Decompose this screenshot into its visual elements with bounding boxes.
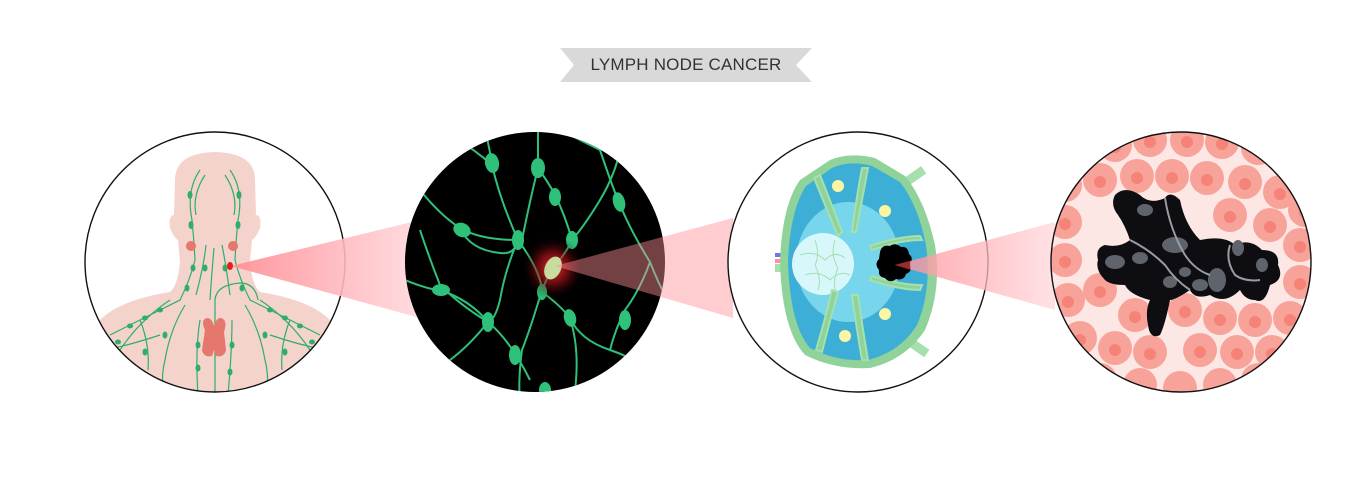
- affected-node-marker: [227, 262, 233, 270]
- network-panel: [405, 132, 665, 392]
- cells-panel: [1050, 131, 1312, 393]
- zoom-beam-2: [555, 218, 733, 318]
- banner-ribbon-shape: [560, 48, 812, 82]
- lymph-gland-right: [228, 241, 238, 251]
- zoom-beam-3: [895, 222, 1055, 310]
- body-panel: [84, 131, 346, 393]
- title-banner: LYMPH NODE CANCER: [560, 48, 812, 82]
- tumor-mass: [876, 244, 912, 282]
- page-title: LYMPH NODE CANCER: [590, 55, 782, 74]
- thyroid: [202, 318, 226, 357]
- affected-node: [544, 256, 562, 280]
- zoom-beam-1: [231, 220, 420, 318]
- lymph-gland-left: [186, 241, 196, 251]
- tumor-cluster: [1097, 190, 1281, 337]
- node-panel: [727, 131, 989, 393]
